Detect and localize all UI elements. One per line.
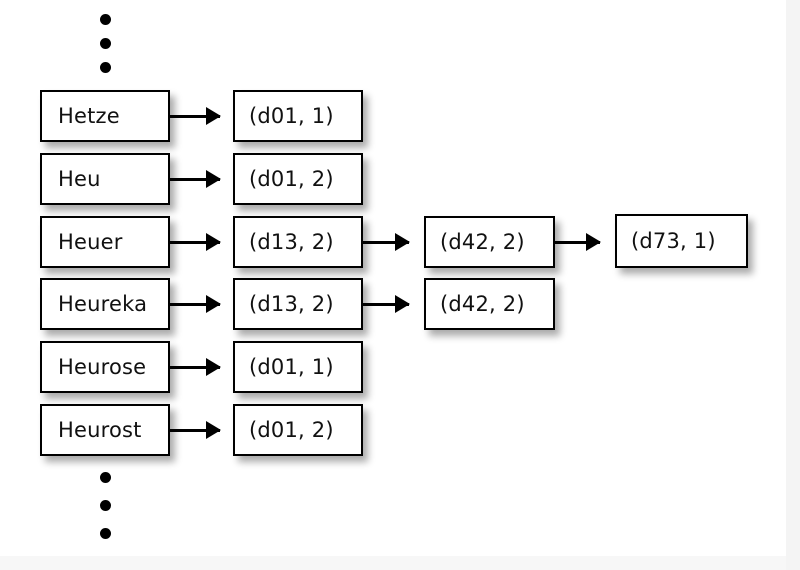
page-footer-shade [0,556,786,570]
posting-label: (d01, 1) [249,355,334,379]
term-box-hetze[interactable]: Hetze [40,90,170,142]
posting-box-heu-1[interactable]: (d01, 2) [233,153,363,205]
term-label: Heureka [58,292,148,316]
vertical-ellipsis-bottom-dot-2 [100,500,111,511]
posting-box-heuer-1[interactable]: (d13, 2) [233,216,363,268]
term-box-heurose[interactable]: Heurose [40,341,170,393]
term-box-heurost[interactable]: Heurost [40,404,170,456]
arrow-heurost-to-posting-1 [170,428,220,432]
posting-box-heurose-1[interactable]: (d01, 1) [233,341,363,393]
posting-box-hetze-1[interactable]: (d01, 1) [233,90,363,142]
term-label: Heuer [58,230,123,254]
arrow-heuer-posting-2-to-3 [555,240,600,244]
posting-box-heureka-2[interactable]: (d42, 2) [424,278,555,330]
posting-label: (d01, 2) [249,167,334,191]
page-gutter [786,0,800,570]
posting-label: (d42, 2) [440,292,525,316]
posting-box-heuer-3[interactable]: (d73, 1) [615,214,748,268]
term-label: Hetze [58,104,120,128]
term-label: Heurose [58,355,147,379]
arrow-heureka-posting-1-to-2 [363,302,409,306]
posting-label: (d73, 1) [631,229,716,253]
arrow-hetze-to-posting-1 [170,114,220,118]
arrow-heurose-to-posting-1 [170,365,220,369]
vertical-ellipsis-top-dot-2 [100,38,111,49]
posting-box-heurost-1[interactable]: (d01, 2) [233,404,363,456]
term-box-heuer[interactable]: Heuer [40,216,170,268]
arrow-heuer-posting-1-to-2 [363,240,409,244]
posting-label: (d42, 2) [440,230,525,254]
posting-box-heureka-1[interactable]: (d13, 2) [233,278,363,330]
term-label: Heurost [58,418,142,442]
arrow-heureka-to-posting-1 [170,302,220,306]
vertical-ellipsis-top-dot-3 [100,62,111,73]
term-label: Heu [58,167,101,191]
posting-label: (d13, 2) [249,230,334,254]
term-box-heu[interactable]: Heu [40,153,170,205]
arrow-heuer-to-posting-1 [170,240,220,244]
posting-box-heuer-2[interactable]: (d42, 2) [424,216,555,268]
vertical-ellipsis-bottom-dot-1 [100,472,111,483]
posting-label: (d01, 1) [249,104,334,128]
posting-label: (d13, 2) [249,292,334,316]
vertical-ellipsis-bottom-dot-3 [100,528,111,539]
vertical-ellipsis-top-dot-1 [100,14,111,25]
term-box-heureka[interactable]: Heureka [40,278,170,330]
arrow-heu-to-posting-1 [170,177,220,181]
posting-label: (d01, 2) [249,418,334,442]
